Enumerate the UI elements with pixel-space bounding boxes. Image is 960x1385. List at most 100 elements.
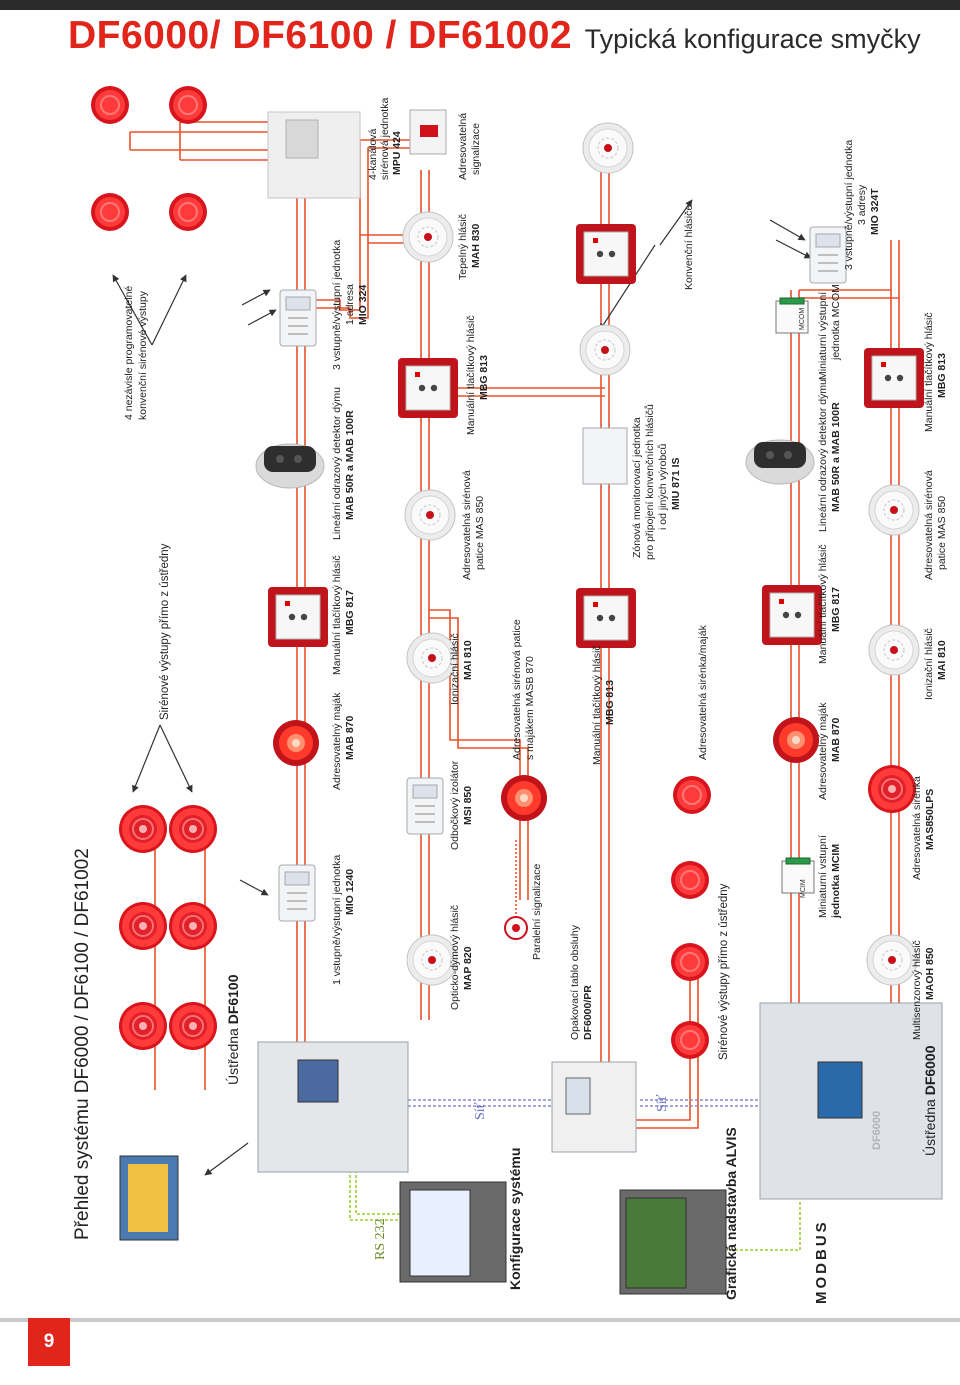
header-rule	[0, 0, 960, 10]
label-adr-sign-a: Adresovatelná	[457, 113, 469, 180]
label-mcim-a: Miniaturní vstupní	[817, 835, 829, 918]
label-mbg813-a-2: Manuální tlačítkový hlásič	[591, 645, 603, 765]
label-mas850-a-2: Adresovatelná sirénová	[923, 470, 935, 580]
label-adr-siren-majak: Adresovatelná sirénka/maják	[697, 624, 709, 760]
label-mbg813-b-1: MBG 813	[478, 355, 490, 400]
label-mbg817-a-1: Manuální tlačítkový hlásič	[331, 555, 343, 675]
label-maoh-b: MAOH 850	[924, 947, 936, 1000]
laptop-alvis	[619, 1189, 727, 1295]
label-mbg813-a-1: Manuální tlačítkový hlásič	[465, 315, 477, 435]
label-adr-sign-b: signalizace	[470, 123, 482, 175]
label-mcom-b: jednotka MCOM	[830, 284, 842, 361]
label-mas850-b-2: patice MAS 850	[936, 496, 948, 570]
label-map820-a: Opticko-dýmový hlásič	[449, 905, 461, 1010]
label-mas850-a-1: Adresovatelná sirénová	[461, 470, 473, 580]
label-map820-b: MAP 820	[462, 946, 474, 990]
label-siren-out-2: Sirénové výstupy přímo z ústředny	[718, 883, 730, 1060]
net-label-2: Síť	[655, 1094, 670, 1112]
label-mai810-b-1: MAI 810	[462, 640, 474, 680]
laptop-config	[399, 1181, 507, 1283]
overview-title: Přehled systému DF6000 / DF6100 / DF6100…	[72, 848, 93, 1240]
label-mbg817-b-2: MBG 817	[830, 587, 842, 632]
label-mbg813-b-2: MBG 813	[604, 680, 616, 725]
config-label: Konfigurace systému	[507, 1148, 523, 1290]
col4-devices	[745, 297, 823, 894]
df6100-label: Ústředna DF6100	[225, 974, 241, 1085]
label-mab870-a-1: Adresovatelný maják	[331, 692, 343, 790]
label-mab50-b-2: MAB 50R a MAB 100R	[830, 402, 842, 512]
label-mio324t-c: MIO 324T	[869, 188, 881, 235]
arrows	[112, 199, 812, 1176]
label-opak-a: Opakovací tablo obsluhy	[569, 924, 581, 1040]
label-maoh-a: Multisenzorový hlásič	[911, 940, 923, 1040]
page-title-main: DF6000/ DF6100 / DF61002	[68, 14, 573, 57]
labels: Přehled systému DF6000 / DF6100 / DF6100…	[72, 98, 948, 1304]
label-mai810-a-2: Ionizační hlásič	[923, 628, 935, 700]
label-four-ind-1: 4 nezávisle programovatelné	[123, 286, 135, 420]
label-opak-b: DF6000/PR	[582, 985, 594, 1040]
label-mio1240-b: MIO 1240	[344, 869, 356, 915]
label-mpu424-b: sirénová jednotka	[379, 98, 391, 180]
label-mcim-b: jednotka MCIM	[830, 844, 842, 919]
label-mas850-b-1: patice MAS 850	[474, 496, 486, 570]
label-conv: Konvenční hlásiče	[683, 205, 695, 290]
label-four-ind-2: konvenční sirénové výstupy	[137, 290, 149, 420]
label-miu-a: Zónová monitorovací jednotka	[631, 417, 643, 558]
df6000-panel	[759, 1002, 943, 1200]
label-miu-c: i od jiných výrobců	[657, 443, 669, 530]
label-msi850-b: MSI 850	[462, 786, 474, 825]
network-wiring	[349, 840, 801, 1251]
label-mio324t-b: 3 adresy	[856, 184, 868, 225]
label-mbg817-b-1: MBG 817	[344, 590, 356, 635]
label-masb-b: s majákem MASB 870	[524, 656, 536, 760]
df-screen-mark: DF6000	[871, 1111, 883, 1150]
sirens-cluster-left	[118, 804, 218, 1051]
mcim-tag: MCIM	[800, 879, 807, 898]
col3-devices	[575, 122, 712, 1060]
label-masb-a: Adresovatelná sirénová patice	[511, 619, 523, 760]
label-mas850lps-b: MAS850LPS	[924, 789, 936, 850]
label-mas850lps-a: Adresovatelná sirénka	[911, 776, 923, 880]
page-number: 9	[28, 1318, 70, 1366]
alvis-label: Grafická nadstavba ALVIS	[723, 1127, 739, 1300]
modbus-label: MODBUS	[813, 1219, 830, 1304]
label-mai810-a-1: Ionizační hlásič	[449, 633, 461, 705]
label-mcom-a: Miniaturní výstupní	[817, 292, 829, 380]
label-mab50-a-1: Lineární odrazový detektor dýmu	[331, 387, 343, 540]
label-siren-out-1: Sirénové výstupy přímo z ústředny	[159, 543, 171, 720]
label-mah830-b: MAH 830	[470, 223, 482, 268]
label-mah830-a: Tepelný hlásič	[457, 214, 469, 280]
net-label-1: Síť	[473, 1102, 488, 1120]
col2-devices	[397, 109, 547, 986]
label-mpu424-a: 4-kanálová	[367, 128, 379, 180]
label-parallel: Paralelní signalizace	[531, 864, 543, 960]
label-miu-d: MIU 871 IS	[670, 457, 682, 510]
df6100-panel	[257, 1041, 409, 1173]
label-mio1240-a: 1 vstupně/výstupní jednotka	[331, 855, 343, 985]
label-msi850-a: Odbočkový izolátor	[449, 760, 461, 850]
page-title-sub: Typická konfigurace smyčky	[584, 24, 921, 54]
label-mio324t-a: 3 vstupně/výstupní jednotka	[843, 140, 855, 270]
label-mab50-b-1: MAB 50R a MAB 100R	[344, 410, 356, 520]
footer-rule	[0, 1318, 960, 1322]
label-mab50-a-2: Lineární odrazový detektor dýmu	[817, 379, 829, 532]
mpu424-box	[267, 111, 361, 199]
label-miu-b: pro připojení konvenčních hlásičů	[644, 404, 656, 560]
df6000-label: Ústředna DF6000	[922, 1045, 938, 1156]
label-mio324-b: 1 adresa	[344, 284, 356, 325]
label-mbg813-b-3: MBG 813	[936, 353, 948, 398]
label-mio324-c: MIO 324	[357, 285, 369, 325]
label-mbg817-a-2: Manuální tlačítkový hlásič	[817, 544, 829, 664]
conventional-sirens-top	[90, 85, 208, 232]
rs232-label: RS 232	[373, 1218, 388, 1260]
label-mab870-a-2: Adresovatelný maják	[817, 702, 829, 800]
label-mpu424-c: MPU 424	[391, 131, 403, 175]
label-mab870-b-1: MAB 870	[344, 715, 356, 760]
label-mai810-b-2: MAI 810	[936, 640, 948, 680]
col1-devices	[255, 289, 329, 922]
repeater-panel	[551, 1061, 637, 1153]
label-mbg813-a-3: Manuální tlačítkový hlásič	[923, 312, 935, 432]
label-mab870-b-2: MAB 870	[830, 717, 842, 762]
label-mio324-a: 3 vstupně/výstupní jednotka	[331, 240, 343, 370]
